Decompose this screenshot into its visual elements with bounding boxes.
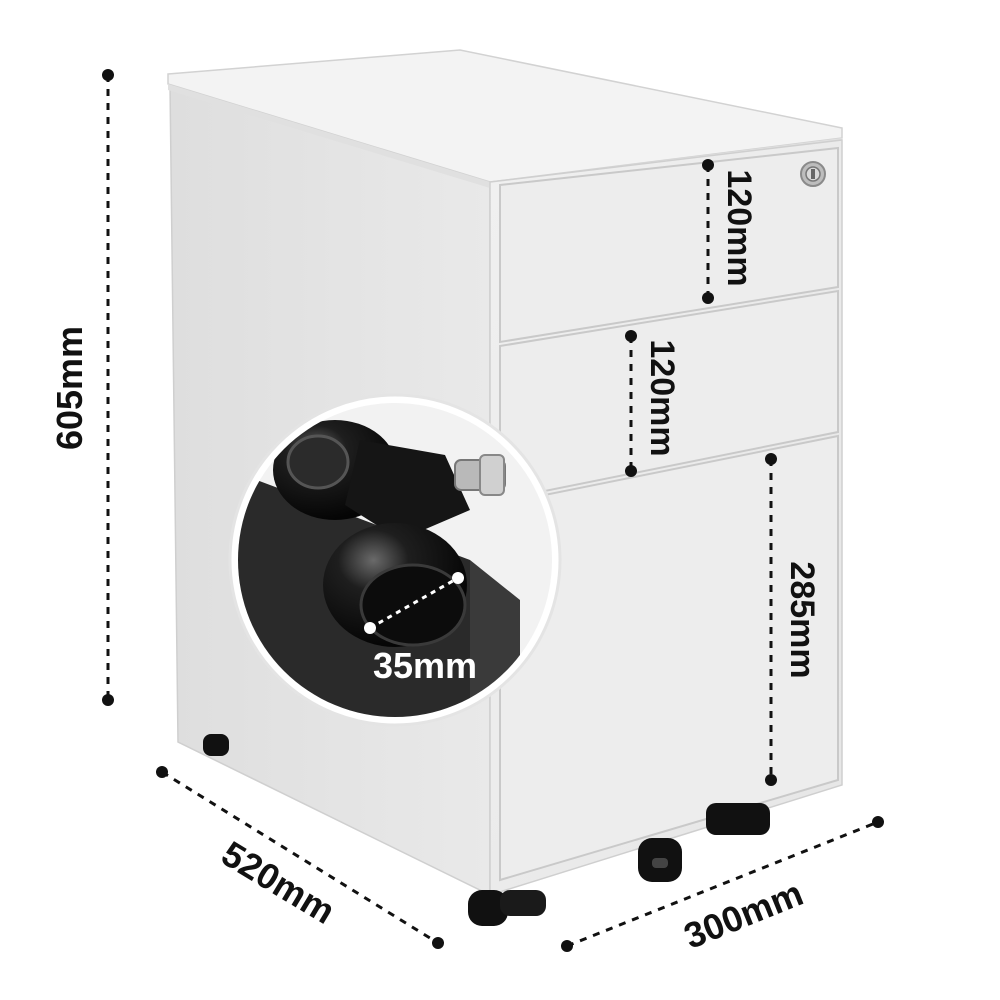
depth-dimension-label: 520mm bbox=[215, 833, 342, 932]
width-dimension-label: 300mm bbox=[678, 872, 808, 957]
drawer-top[interactable] bbox=[499, 146, 839, 344]
cabinet bbox=[167, 49, 843, 926]
drawer-bottom-dimension-label: 285mm bbox=[783, 561, 821, 678]
drawer-top-dimension-label: 120mm bbox=[720, 169, 758, 286]
dimension-lines bbox=[106, 75, 879, 948]
dimension-endpoints bbox=[102, 69, 884, 952]
drawer-middle-dimension-label: 120mm bbox=[643, 339, 681, 456]
lock-icon[interactable] bbox=[800, 161, 826, 187]
height-dimension-label: 605mm bbox=[49, 326, 90, 450]
drawer-bottom[interactable] bbox=[499, 434, 839, 882]
caster-dimension-label: 35mm bbox=[373, 645, 477, 686]
caster-wheel-icon bbox=[203, 734, 770, 926]
caster-zoom-callout: 35mm bbox=[228, 393, 562, 727]
